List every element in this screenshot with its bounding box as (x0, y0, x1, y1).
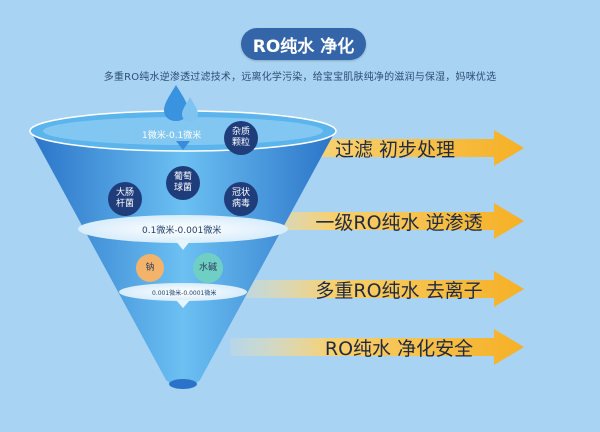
water-drop-icon (164, 85, 198, 122)
title-badge: RO纯水 净化 (241, 28, 366, 60)
particle-bubble-ecoli (108, 182, 142, 216)
particle-bubble-sodium (136, 254, 164, 282)
particle-bubble-staph (166, 166, 200, 200)
particle-label-impurity: 杂质 颗粒 (231, 127, 250, 148)
funnel-body (30, 115, 336, 388)
stage-arrow-2 (230, 203, 524, 239)
stage-label-3: 多重RO纯水 去离子 (315, 279, 483, 302)
range-label-2: 0.1微米-0.001微米 (142, 226, 222, 236)
particle-label-scale: 水碱 (198, 262, 217, 273)
particle-bubble-impurity (224, 121, 258, 155)
subtitle-text: 多重RO纯水逆渗透过滤技术，远离化学污染，给宝宝肌肤纯净的滋润与保湿，妈咪优选 (103, 72, 497, 83)
stage-label-4: RO纯水 净化安全 (324, 337, 474, 360)
filter-layer-3 (119, 283, 247, 308)
stage-label-2: 一级RO纯水 逆渗透 (315, 211, 483, 234)
filter-layer-2 (78, 215, 288, 250)
range-label-3: 0.001微米-0.0001微米 (152, 290, 217, 297)
stage-arrow-3 (230, 271, 524, 307)
stage-label-1: 过滤 初步处理 (334, 138, 456, 161)
particle-label-staph: 葡萄 球菌 (173, 172, 192, 193)
stage-arrow-4 (230, 329, 524, 365)
particle-label-coronavirus: 冠状 病毒 (231, 188, 250, 209)
particle-label-ecoli: 大肠 杆菌 (115, 188, 134, 209)
particle-label-sodium: 钠 (145, 262, 155, 273)
range-label-1: 1微米-0.1微米 (142, 131, 202, 141)
particle-bubble-coronavirus (224, 182, 258, 216)
particle-bubble-scale (193, 253, 223, 283)
